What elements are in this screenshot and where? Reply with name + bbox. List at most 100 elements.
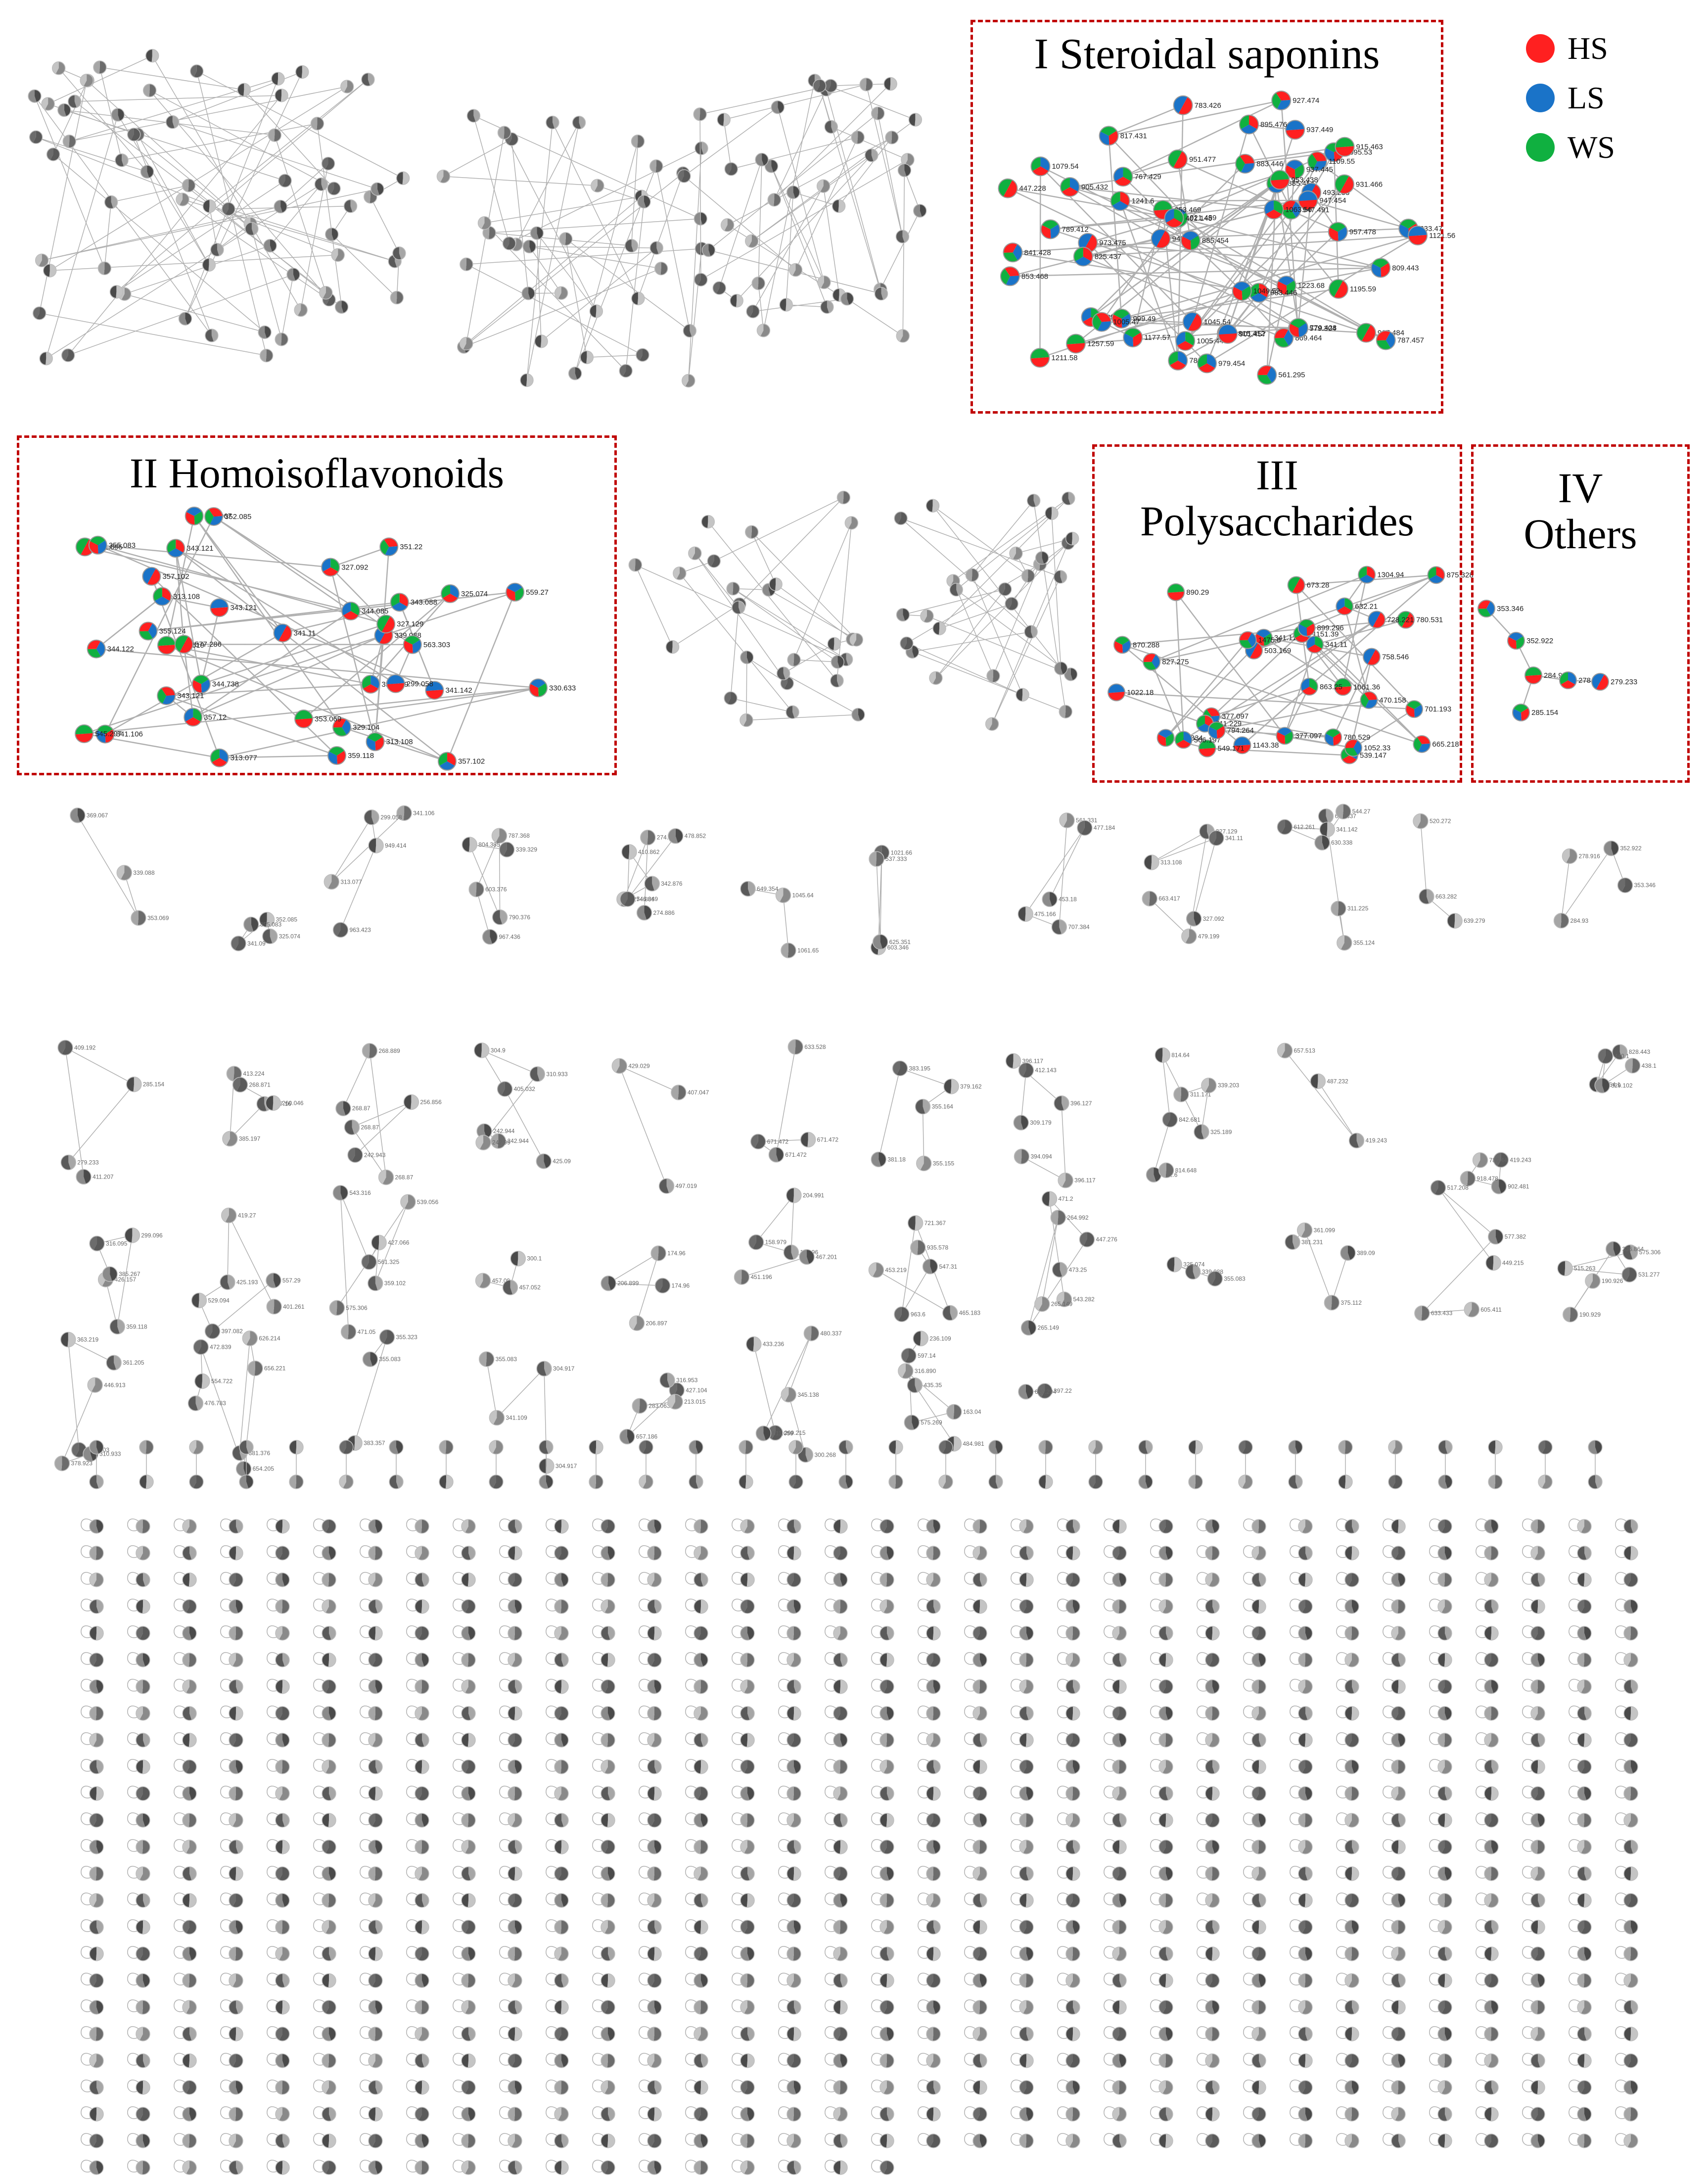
network-node <box>600 1653 615 1667</box>
node-slice <box>653 1626 661 1640</box>
network-node <box>926 1813 941 1828</box>
node-slice <box>1045 507 1052 520</box>
network-node <box>275 1546 290 1561</box>
node-slice <box>938 1475 946 1488</box>
network-node: 325.074 <box>262 928 301 945</box>
node-slice <box>228 1275 235 1289</box>
node-slice <box>1027 494 1036 507</box>
node-slice <box>898 164 907 177</box>
network-node <box>182 1840 197 1854</box>
network-node <box>182 1786 197 1801</box>
node-ring <box>986 669 1000 683</box>
node-ring <box>640 829 656 846</box>
network-node <box>1344 1786 1359 1801</box>
node-slice <box>1112 1840 1119 1854</box>
node-slice <box>396 1475 403 1489</box>
network-node <box>508 1840 522 1854</box>
network-edge <box>443 176 598 187</box>
network-node: 457.052 <box>502 1279 541 1295</box>
network-edge <box>117 1235 133 1327</box>
node-ring <box>739 713 753 727</box>
node-slice <box>793 1546 801 1560</box>
node-slice <box>1318 808 1329 824</box>
network-node <box>229 1813 243 1828</box>
network-node <box>389 1440 404 1455</box>
network-node <box>1623 1519 1638 1534</box>
node-slice <box>110 285 117 298</box>
network-node <box>1251 1546 1266 1561</box>
node-slice <box>40 352 46 365</box>
network-node <box>740 1786 755 1801</box>
node-slice <box>926 499 933 513</box>
network-node <box>322 1866 336 1881</box>
node-slice <box>730 294 737 307</box>
node-ring <box>460 257 473 271</box>
node-slice <box>50 147 60 161</box>
network-node <box>926 1653 941 1667</box>
node-slice <box>1304 1813 1313 1828</box>
network-edge <box>1151 838 1217 863</box>
node-slice <box>193 1440 204 1455</box>
network-node <box>1019 1706 1034 1721</box>
network-node <box>1065 1759 1080 1774</box>
node-slice <box>860 78 867 91</box>
node-slice <box>136 1600 143 1613</box>
network-node <box>275 1840 290 1854</box>
node-label: 383.195 <box>909 1065 931 1072</box>
network-node <box>1344 1733 1359 1748</box>
node-slice <box>871 1152 881 1167</box>
node-ring <box>654 1278 671 1294</box>
node-label: 325.074 <box>279 933 301 940</box>
network-node <box>508 1866 522 1881</box>
node-slice <box>189 1440 196 1454</box>
node-label: 963.423 <box>349 926 371 933</box>
network-node <box>165 115 180 129</box>
network-node <box>1188 1440 1203 1455</box>
node-slice <box>666 640 673 654</box>
node-ring <box>788 1474 803 1489</box>
node-slice <box>647 830 655 845</box>
node-ring <box>988 1474 1003 1489</box>
node-slice <box>415 1840 422 1854</box>
node-label: 304.9 <box>491 1047 506 1054</box>
node-ring <box>536 1153 552 1169</box>
node-slice <box>721 218 728 231</box>
network-node <box>820 300 834 314</box>
node-slice <box>197 1339 209 1355</box>
node-label: 325.189 <box>1210 1129 1232 1136</box>
node-slice <box>607 1733 615 1747</box>
network-node <box>104 195 118 209</box>
node-slice <box>1460 1171 1468 1186</box>
node-ring <box>294 303 308 317</box>
node-slice <box>474 1042 482 1058</box>
node-ring <box>739 1474 753 1489</box>
network-node: 721.367 <box>907 1215 946 1231</box>
node-ring <box>619 891 636 907</box>
node-slice <box>210 243 219 256</box>
network-edge <box>901 1266 931 1315</box>
node-slice <box>693 1519 701 1533</box>
node-slice <box>1167 1257 1175 1272</box>
network-node <box>693 1653 708 1667</box>
node-ring <box>844 516 859 530</box>
node-label: 341.09 <box>247 940 266 947</box>
node-label: 453.219 <box>885 1267 907 1274</box>
node-ring <box>327 182 341 195</box>
network-node <box>39 351 53 366</box>
network-edge <box>1565 1252 1630 1269</box>
node-ring <box>89 1440 104 1455</box>
node-slice <box>880 1813 887 1827</box>
node-ring <box>851 130 865 144</box>
node-label: 520.272 <box>1430 818 1451 825</box>
node-slice <box>1019 1813 1026 1827</box>
node-slice <box>884 77 891 91</box>
network-node <box>1112 1813 1127 1828</box>
node-slice <box>397 805 405 821</box>
node-slice <box>195 1396 203 1411</box>
node-label: 639.279 <box>1464 917 1485 924</box>
node-slice <box>1052 919 1062 935</box>
node-slice <box>1013 547 1022 560</box>
node-ring <box>621 844 637 860</box>
node-slice <box>535 334 542 348</box>
network-node <box>1065 1706 1080 1721</box>
